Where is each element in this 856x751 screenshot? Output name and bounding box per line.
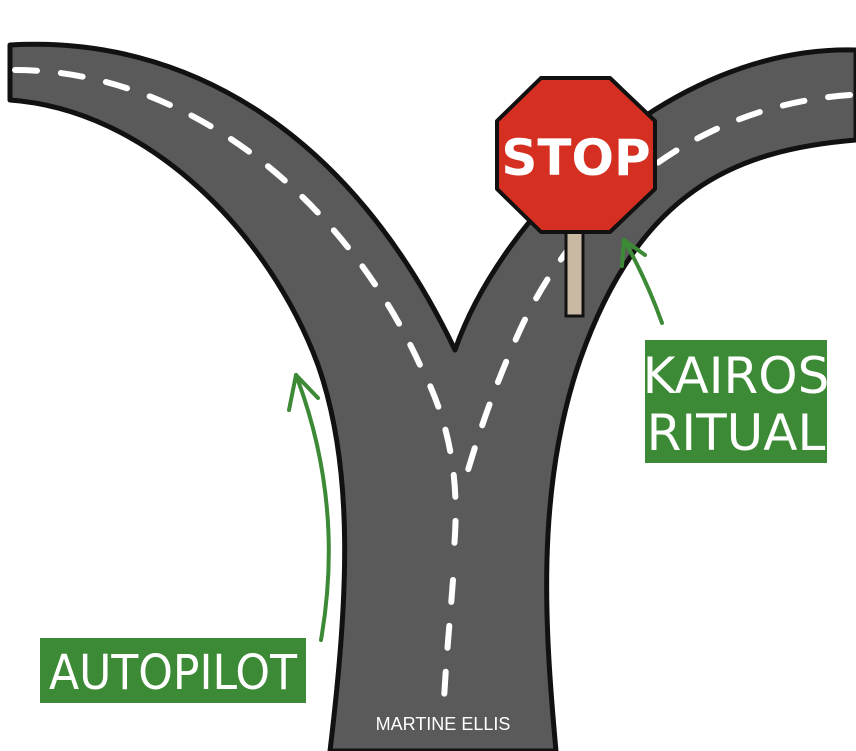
kairos-arrow bbox=[620, 238, 664, 325]
left-lane-line bbox=[12, 67, 459, 563]
kairos-line-1: KAIROS bbox=[643, 347, 830, 405]
stop-sign: STOP bbox=[495, 76, 657, 234]
autopilot-label: AUTOPILOT bbox=[40, 638, 306, 703]
artist-credit: MARTINE ELLIS bbox=[376, 714, 511, 734]
autopilot-text: AUTOPILOT bbox=[49, 645, 298, 701]
right-lane-line bbox=[465, 92, 853, 473]
kairos-line-2: RITUAL bbox=[647, 404, 826, 462]
stop-sign-text: STOP bbox=[501, 129, 650, 187]
kairos-ritual-label: KAIROS RITUAL bbox=[643, 340, 830, 463]
lane-markings bbox=[12, 67, 853, 703]
trunk-lane-line bbox=[441, 577, 456, 703]
stop-sign-octagon bbox=[495, 76, 657, 234]
stop-sign-post bbox=[564, 226, 585, 318]
autopilot-arrow bbox=[287, 373, 331, 642]
kairos-ritual-box bbox=[645, 340, 827, 463]
autopilot-box bbox=[40, 638, 306, 703]
